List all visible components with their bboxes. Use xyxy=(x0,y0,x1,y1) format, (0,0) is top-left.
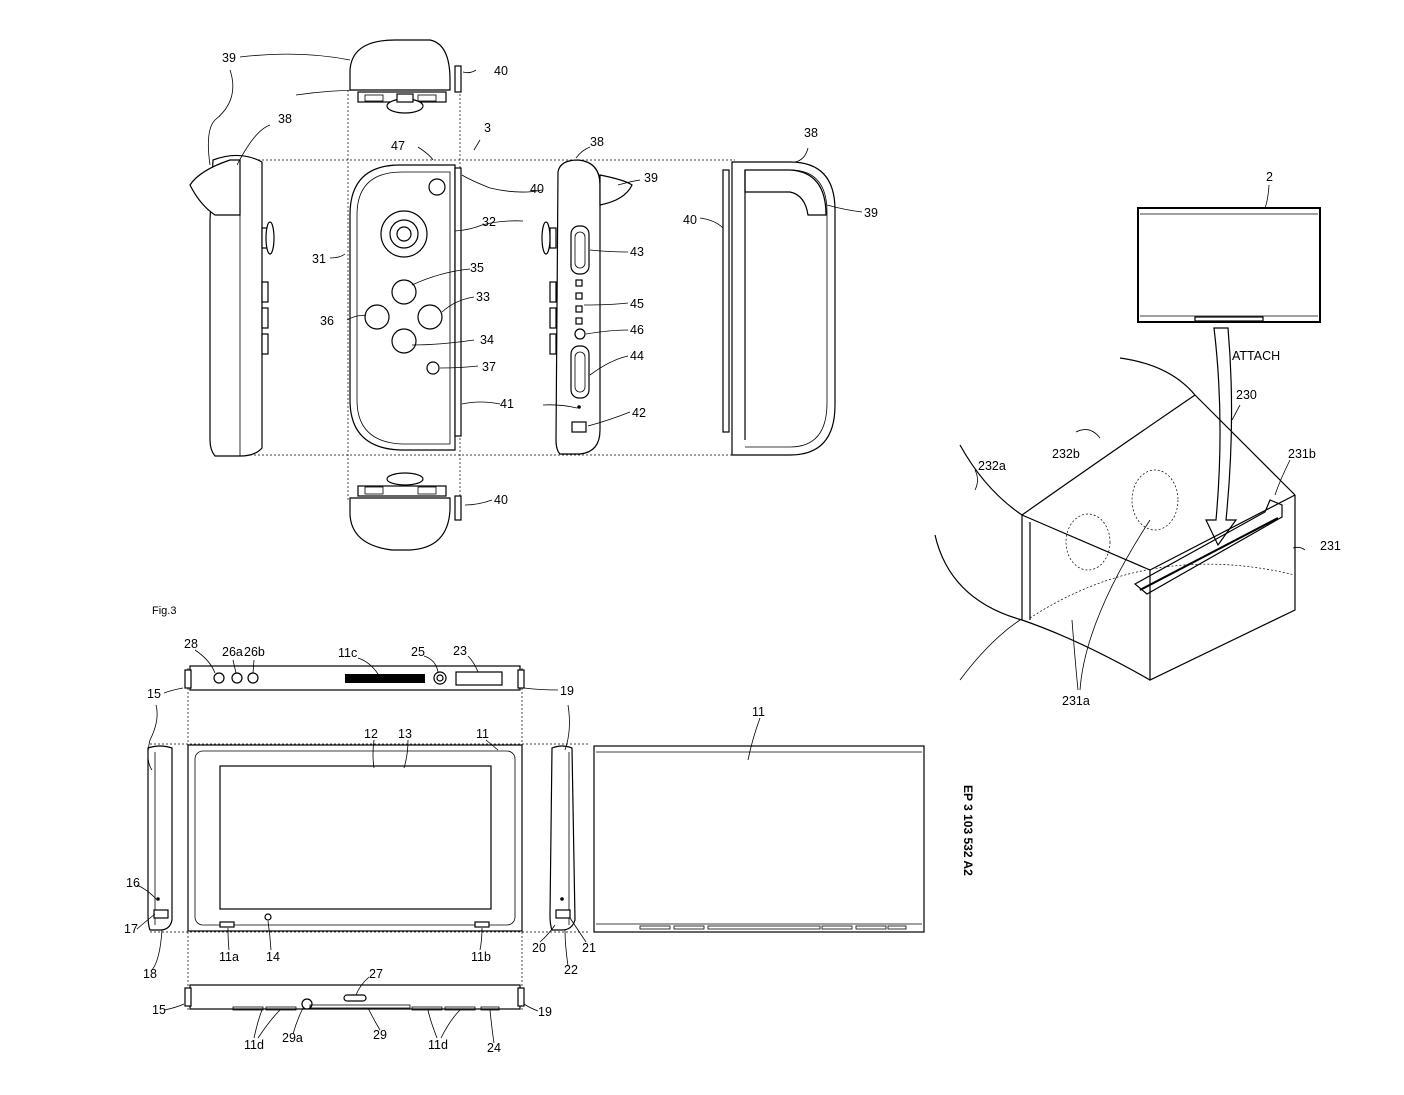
controller-figure xyxy=(189,39,863,551)
label-40b: 40 xyxy=(530,182,544,196)
console-top-view xyxy=(184,665,525,691)
label-17: 17 xyxy=(124,922,138,936)
label-40d: 40 xyxy=(494,493,508,507)
console-bottom-view xyxy=(184,984,525,1011)
label-11b: 11b xyxy=(471,950,491,964)
console-back-view xyxy=(593,745,925,933)
label-11: 11 xyxy=(476,727,489,741)
controller-left-view xyxy=(189,154,275,457)
label-19b: 19 xyxy=(538,1005,552,1019)
label-11c: 11c xyxy=(338,646,357,660)
label-23: 23 xyxy=(453,644,467,658)
label-39b: 39 xyxy=(644,171,658,185)
label-38c: 38 xyxy=(804,126,818,140)
label-26b: 26b xyxy=(244,645,265,659)
label-32: 32 xyxy=(482,215,496,229)
label-13: 13 xyxy=(398,727,412,741)
label-33: 33 xyxy=(476,290,490,304)
label-11-back: 11 xyxy=(752,705,765,719)
label-2: 2 xyxy=(1266,170,1273,184)
label-40: 40 xyxy=(494,64,508,78)
label-231a: 231a xyxy=(1062,694,1090,708)
label-39: 39 xyxy=(222,51,236,65)
console-right-joycon xyxy=(549,745,576,931)
label-34: 34 xyxy=(480,333,494,347)
label-11a: 11a xyxy=(219,950,239,964)
console-left-joycon xyxy=(147,745,173,931)
fig3-caption: Fig.3 xyxy=(152,605,176,617)
label-232a: 232a xyxy=(978,459,1006,473)
controller-rail-view xyxy=(541,159,633,455)
label-19: 19 xyxy=(560,684,574,698)
publication-number: EP 3 103 532 A2 xyxy=(961,785,975,876)
controller-labels: 39 40 38 3 47 40 32 31 35 33 36 34 37 41… xyxy=(222,51,878,507)
attach-label: ATTACH xyxy=(1232,349,1280,363)
controller-grip-view xyxy=(722,161,836,456)
label-45: 45 xyxy=(630,297,644,311)
controller-front-view xyxy=(349,164,462,451)
label-31: 31 xyxy=(312,252,326,266)
goggles-figure xyxy=(934,184,1321,691)
label-36: 36 xyxy=(320,314,334,328)
label-41: 41 xyxy=(500,397,514,411)
label-14: 14 xyxy=(266,950,280,964)
label-26a: 26a xyxy=(222,645,243,659)
label-47: 47 xyxy=(391,139,405,153)
label-11d: 11d xyxy=(244,1038,264,1052)
label-29: 29 xyxy=(373,1028,387,1042)
controller-bottom-view xyxy=(349,472,462,551)
label-38b: 38 xyxy=(590,135,604,149)
label-40c: 40 xyxy=(683,213,697,227)
label-15: 15 xyxy=(147,687,161,701)
label-44: 44 xyxy=(630,349,644,363)
label-39c: 39 xyxy=(864,206,878,220)
label-11d-2: 11d xyxy=(428,1038,448,1052)
label-46: 46 xyxy=(630,323,644,337)
label-232b: 232b xyxy=(1052,447,1080,461)
label-24: 24 xyxy=(487,1041,501,1055)
label-35: 35 xyxy=(470,261,484,275)
controller-top-view xyxy=(349,39,462,114)
label-231: 231 xyxy=(1320,539,1341,553)
label-231b: 231b xyxy=(1288,447,1316,461)
label-20: 20 xyxy=(532,941,546,955)
console-front-view xyxy=(187,744,523,932)
label-29a: 29a xyxy=(282,1031,303,1045)
goggle-body xyxy=(934,357,1296,681)
label-25: 25 xyxy=(411,645,425,659)
label-42: 42 xyxy=(632,406,646,420)
label-22: 22 xyxy=(564,963,578,977)
label-28: 28 xyxy=(184,637,198,651)
label-37: 37 xyxy=(482,360,496,374)
label-16: 16 xyxy=(126,876,140,890)
label-3: 3 xyxy=(484,121,491,135)
label-12: 12 xyxy=(364,727,378,741)
label-27: 27 xyxy=(369,967,383,981)
console-labels: 28 26a 26b 11c 25 23 15 19 12 13 11 11 1… xyxy=(124,637,765,1055)
console-figure xyxy=(136,649,925,1044)
label-15b: 15 xyxy=(152,1003,166,1017)
goggles-labels: 2 230 232a 232b 231b 231 231a ATTACH xyxy=(978,170,1341,708)
label-38: 38 xyxy=(278,112,292,126)
device-2 xyxy=(1137,207,1321,323)
label-230: 230 xyxy=(1236,388,1257,402)
label-21: 21 xyxy=(582,941,596,955)
label-43: 43 xyxy=(630,245,644,259)
label-18: 18 xyxy=(143,967,157,981)
